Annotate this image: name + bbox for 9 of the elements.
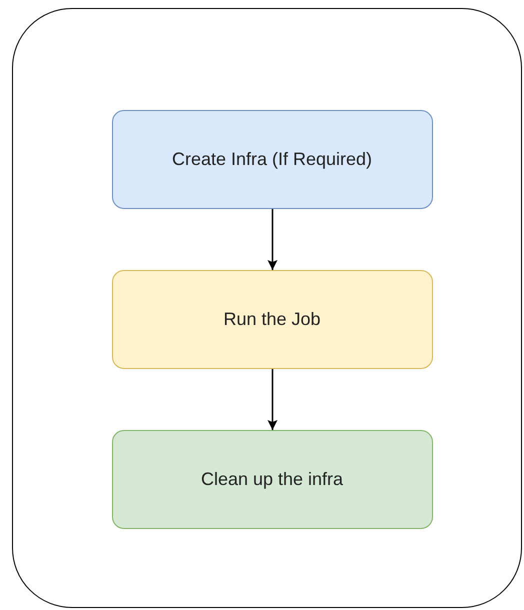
arrow xyxy=(268,209,278,270)
box-label: Run the Job xyxy=(223,308,321,330)
process-box xyxy=(112,110,432,208)
container-box xyxy=(12,8,522,608)
box-label: Clean up the infra xyxy=(200,468,344,490)
process-box xyxy=(112,430,432,528)
box-label: Create Infra (If Required) xyxy=(172,148,372,170)
process-box xyxy=(112,270,432,368)
arrow xyxy=(268,369,278,430)
